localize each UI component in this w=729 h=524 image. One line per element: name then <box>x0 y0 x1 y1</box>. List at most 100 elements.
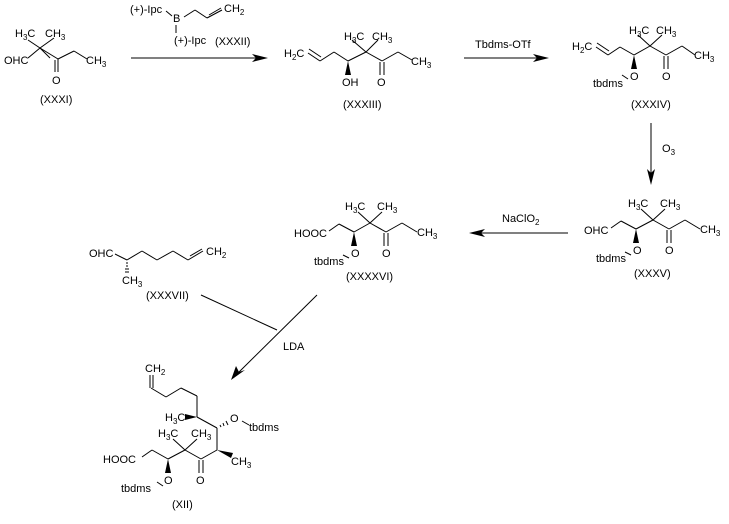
bond <box>620 220 637 230</box>
atom-tbdms: tbdms <box>121 483 151 495</box>
atom-ch2: CH2 <box>224 3 245 17</box>
atom-ch2: CH2 <box>206 246 227 260</box>
atom-h3c: H3C <box>345 201 365 215</box>
atom-h3c: H3C <box>628 198 648 212</box>
bond <box>114 253 128 261</box>
bond <box>208 7 222 16</box>
bond <box>596 42 610 52</box>
atom-ipc: (+)-Ipc <box>174 35 207 47</box>
bond <box>347 51 367 62</box>
hashed-bond <box>219 420 229 428</box>
bond <box>200 449 218 460</box>
bond <box>365 39 379 53</box>
atom-ch3: CH3 <box>377 201 398 215</box>
bond <box>369 211 383 224</box>
reagent-label: O3 <box>662 143 676 157</box>
bond <box>184 449 202 460</box>
bond <box>57 50 75 60</box>
atom-hooc: HOOC <box>103 454 136 466</box>
bond <box>635 219 654 230</box>
atom-h3c: H3C <box>165 412 185 426</box>
compound-label: (XXXVII) <box>146 290 189 302</box>
atom-ch3: CH3 <box>656 25 677 39</box>
atom-b: B <box>173 13 180 25</box>
bond <box>39 37 55 49</box>
compound-label: (XXXV) <box>634 268 671 280</box>
bond <box>39 47 59 60</box>
bond <box>357 211 371 224</box>
atom-ch3: CH3 <box>45 28 66 42</box>
reagent-label: LDA <box>283 341 305 353</box>
bond <box>206 9 223 19</box>
bond <box>183 9 196 18</box>
bond <box>189 248 203 257</box>
compound-label: (XXXIV) <box>631 99 671 111</box>
atom-oh: OH <box>342 77 359 89</box>
atom-ch2: CH2 <box>145 363 166 377</box>
bond <box>652 208 666 221</box>
atom-o: O <box>196 475 205 487</box>
bond <box>180 387 198 397</box>
arrow-shaft <box>236 294 318 375</box>
bond <box>151 449 169 460</box>
wedge-bond <box>165 459 171 473</box>
compound-xxxvii: OHC CH2 CH3 (XXXVII) <box>89 246 227 302</box>
atom-tbdms: tbdms <box>593 78 623 90</box>
arrowhead-icon <box>469 229 485 237</box>
bond <box>27 47 41 59</box>
bond <box>196 416 218 429</box>
reaction-arrow-1 <box>131 54 268 62</box>
atom-ch3: CH3 <box>417 227 438 241</box>
atom-ch3: CH3 <box>86 55 107 69</box>
bond <box>624 251 632 256</box>
bond <box>73 50 88 60</box>
bond <box>319 51 335 62</box>
bond <box>381 51 399 62</box>
bond <box>668 219 686 230</box>
bond <box>681 45 696 56</box>
bond <box>141 449 153 458</box>
atom-ipc: (+)-Ipc <box>130 4 163 16</box>
bond <box>633 45 651 56</box>
atom-ohc: OHC <box>4 55 29 67</box>
bond <box>640 208 654 221</box>
atom-tbdms: tbdms <box>596 253 626 265</box>
atom-ch3: CH3 <box>191 428 212 442</box>
bond <box>194 9 208 19</box>
bond <box>610 220 622 229</box>
atom-h3c: H3C <box>158 428 178 442</box>
bond <box>397 51 413 61</box>
bond <box>307 52 321 62</box>
wedge-bond <box>351 232 357 246</box>
bond <box>187 250 204 261</box>
atom-ch3: CH3 <box>700 224 721 238</box>
compound-label: (XXXI) <box>40 94 72 106</box>
bond <box>351 39 367 53</box>
bond <box>665 45 683 56</box>
reagent-xxxii: (+)-Ipc B CH2 (+)-Ipc (XXXII) <box>130 3 250 48</box>
atom-ohc: OHC <box>89 248 114 260</box>
reagent-label: (XXXII) <box>215 36 250 48</box>
bond <box>165 387 182 398</box>
bond <box>156 481 164 487</box>
reaction-arrow-3: O3 <box>647 123 676 185</box>
atom-h3c: H3C <box>344 31 364 45</box>
reaction-arrow-5: LDA <box>200 294 318 380</box>
arrowhead-icon <box>647 169 655 185</box>
wedge-bond <box>633 229 639 243</box>
bond <box>607 46 621 56</box>
bond <box>652 219 670 230</box>
atom-h3c: H3C <box>629 25 649 39</box>
arrow-branch <box>200 294 278 331</box>
atom-o: O <box>382 248 391 260</box>
reaction-arrow-2: Tbdms-OTf <box>464 39 549 62</box>
bond <box>241 420 250 426</box>
compound-xxxiv: H2C H3C CH3 O tbdms O CH3 (XXXIV) <box>572 25 715 111</box>
bond <box>365 51 383 62</box>
atom-ch3: CH3 <box>372 31 393 45</box>
bond <box>126 250 143 261</box>
compound-label: (XXXIII) <box>343 99 382 111</box>
bond <box>338 223 355 233</box>
atom-o: O <box>351 248 360 260</box>
wedge-bond <box>345 61 351 75</box>
